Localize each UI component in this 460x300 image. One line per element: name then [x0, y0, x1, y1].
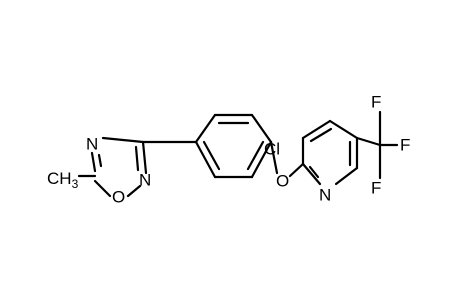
bond-n2-o1 — [126, 184, 142, 198]
bond-ph-3 — [250, 113, 273, 144]
bond-py-c6-n — [334, 166, 359, 186]
bond-py-c3-c4 — [301, 119, 332, 140]
bond-o-pyridine — [288, 162, 305, 178]
atom-f-bottom: F — [371, 178, 381, 197]
atom-ether-o: O — [276, 171, 289, 190]
atom-n4: N — [86, 134, 98, 153]
bond-ph-6 — [194, 140, 217, 179]
atom-methyl: CH3 — [47, 169, 79, 191]
phenylene-ring — [194, 113, 273, 179]
bond-ph-4 — [250, 140, 273, 179]
bond-py-n-c2 — [301, 162, 322, 186]
bond-c3-n2-double — [134, 145, 140, 172]
methyl-label: CH — [47, 169, 72, 188]
bond-py-c3-c4-inner — [309, 127, 333, 143]
pyridine-ring — [301, 119, 359, 186]
bond-py-c4-c5 — [328, 119, 359, 140]
bond-py-cf3 — [355, 136, 382, 147]
atom-cl: Cl — [264, 139, 280, 158]
atom-o1: O — [112, 187, 125, 206]
bond-c3-n2 — [141, 140, 148, 175]
bond-py-n-c2-inner — [308, 165, 320, 179]
bond-ph-6-inner — [202, 140, 221, 171]
bond-c5-n4-double — [97, 153, 103, 168]
atom-f-right: F — [400, 135, 410, 154]
bond-n4-c3 — [101, 136, 145, 144]
oxadiazole-ring — [90, 136, 148, 198]
atom-n2: N — [139, 170, 151, 189]
bond-c5-n4 — [90, 151, 97, 173]
atom-n-pyridine: N — [319, 185, 331, 204]
bond-o1-c5 — [93, 179, 112, 198]
bond-ph-1 — [194, 113, 217, 144]
trifluoromethyl-group — [355, 110, 399, 180]
bond-phenyl-o — [269, 140, 279, 175]
methyl-subscript: 3 — [72, 177, 79, 191]
atom-f-top: F — [371, 92, 381, 111]
bond-ph-4-inner — [246, 140, 265, 171]
